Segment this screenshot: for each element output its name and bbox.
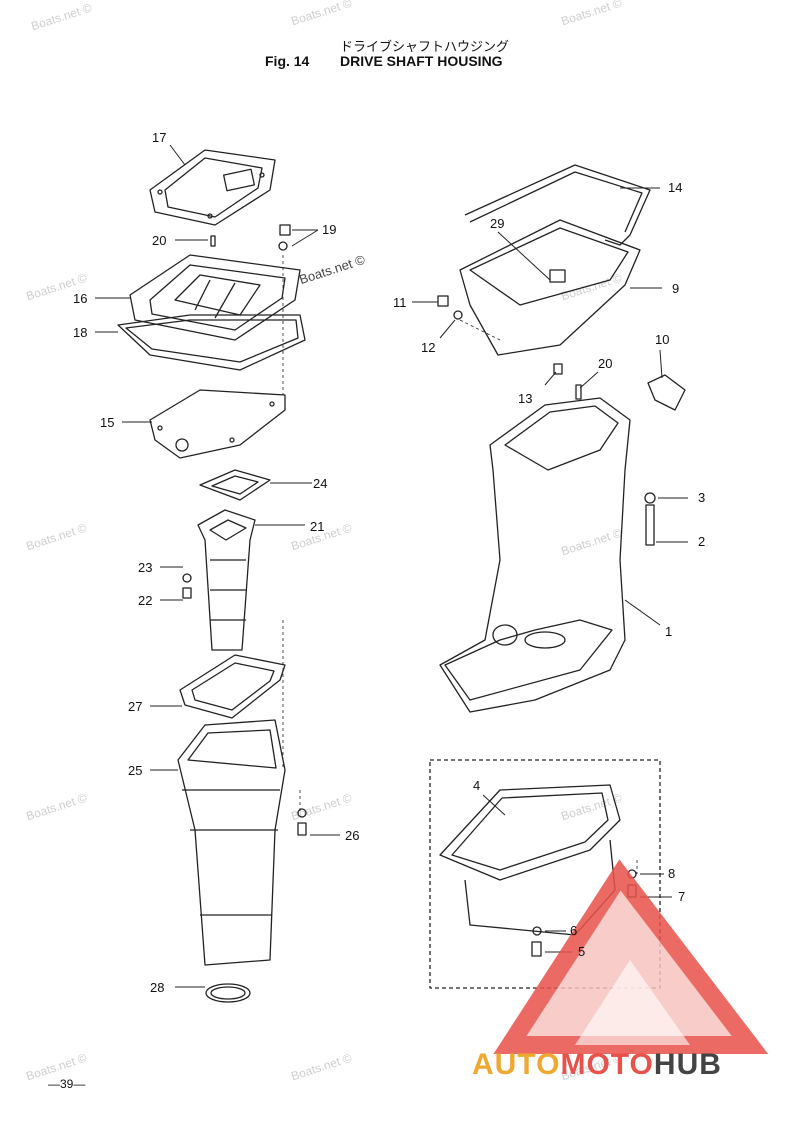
part-1-drive-shaft-housing xyxy=(439,397,631,713)
callout-26: 26 xyxy=(345,828,360,843)
leader-lines xyxy=(95,144,688,988)
callout-20: 20 xyxy=(152,233,167,248)
callout-2: 2 xyxy=(698,534,706,549)
part-10-bracket xyxy=(647,374,686,411)
part-18-seal xyxy=(117,314,306,371)
callout-20-right: 20 xyxy=(598,356,613,371)
brand-part-auto: AUTO xyxy=(472,1048,561,1081)
callout-21: 21 xyxy=(310,519,325,534)
callout-19: 19 xyxy=(322,222,337,237)
callout-29: 29 xyxy=(490,216,505,231)
callout-25: 25 xyxy=(128,763,143,778)
brand-part-moto: MOTO xyxy=(560,1048,654,1081)
part-16-cover-plate xyxy=(129,254,301,341)
callout-28: 28 xyxy=(150,980,165,995)
brand-wordmark: AUTOMOTOHUB xyxy=(472,1048,722,1082)
callout-9: 9 xyxy=(672,281,680,296)
brand-logo-triangle xyxy=(493,859,769,1054)
callout-11: 11 xyxy=(393,295,407,310)
callout-4: 4 xyxy=(473,778,481,793)
part-24-gasket xyxy=(199,469,271,501)
part-27-gasket xyxy=(179,654,286,719)
callout-17: 17 xyxy=(152,130,167,145)
callout-7: 7 xyxy=(678,889,686,904)
callout-13: 13 xyxy=(518,391,533,406)
page-title: DRIVE SHAFT HOUSING xyxy=(340,53,503,69)
callout-15: 15 xyxy=(100,415,115,430)
callout-6: 6 xyxy=(570,923,578,938)
callout-22: 22 xyxy=(138,593,153,608)
callout-27: 27 xyxy=(128,699,143,714)
fasteners xyxy=(182,224,656,957)
callout-10: 10 xyxy=(655,332,670,347)
assembly-axes xyxy=(282,255,638,874)
figure-label: Fig. 14 xyxy=(265,53,310,69)
callout-24: 24 xyxy=(313,476,328,491)
page-number: —39— xyxy=(48,1077,86,1091)
part-28-ring xyxy=(205,983,251,1003)
part-17-gasket-plate xyxy=(149,149,276,226)
callout-18: 18 xyxy=(73,325,88,340)
brand-part-hub: HUB xyxy=(653,1048,722,1081)
callout-12: 12 xyxy=(421,340,436,355)
callout-1: 1 xyxy=(665,624,673,639)
japanese-title: ドライブシャフトハウジング xyxy=(340,40,510,55)
part-9-lower-cover xyxy=(459,219,641,356)
callout-5: 5 xyxy=(578,944,586,959)
callout-23: 23 xyxy=(138,560,153,575)
part-14-seal xyxy=(464,164,651,246)
part-15-gasket xyxy=(149,389,286,459)
callout-8: 8 xyxy=(668,866,676,881)
callout-3: 3 xyxy=(698,490,706,505)
part-21-exhaust-pipe xyxy=(197,509,256,651)
part-25-extension-case xyxy=(177,719,286,966)
callout-16: 16 xyxy=(73,291,88,306)
callout-14: 14 xyxy=(668,180,683,195)
